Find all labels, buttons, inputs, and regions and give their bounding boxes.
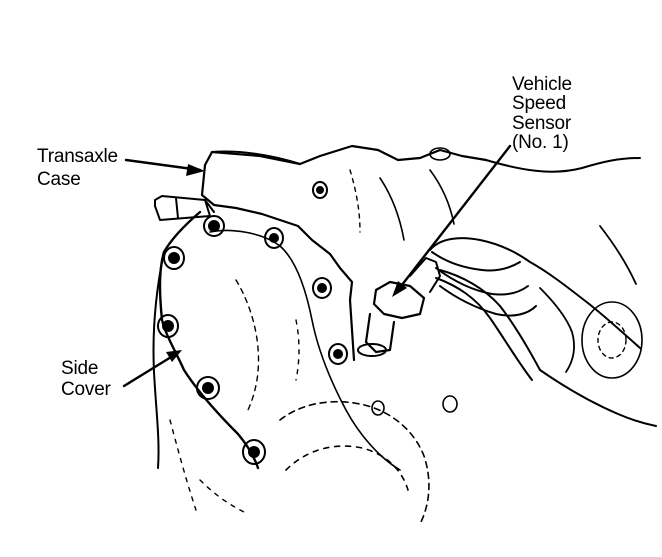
hand-finger-2 (435, 267, 529, 296)
vss-label-line1: Vehicle (512, 74, 572, 95)
sensor-wire-2 (439, 269, 541, 371)
transaxle-case-upper-edge (211, 150, 301, 165)
side-cover-edge (152, 251, 165, 469)
bolt-group (157, 181, 348, 465)
vss-label-line3: Sensor (512, 113, 572, 134)
small-port-3 (442, 395, 458, 413)
side-cover-outline (158, 210, 260, 470)
transaxle-case-flange (154, 195, 211, 221)
arrowhead-side-cover (166, 350, 182, 362)
transaxle-case-label-line2: Case (37, 169, 81, 190)
left-housing-detail (169, 419, 245, 513)
bolt-6 (264, 227, 284, 249)
ridge-detail (379, 169, 455, 241)
bolt-4 (196, 376, 220, 400)
arm-edge (599, 225, 637, 285)
sensor-connector (409, 257, 441, 293)
bolt-7 (312, 277, 332, 299)
arrowhead-vss (392, 281, 407, 297)
arm-lower (539, 369, 657, 427)
engine-boss-right-inner (597, 321, 627, 359)
hand-finger-3 (439, 285, 537, 317)
leader-vss (396, 144, 512, 292)
bolt-9 (312, 181, 328, 199)
side-cover-label-line1: Side (61, 358, 99, 379)
hand-outline (429, 237, 641, 349)
lower-housing (279, 400, 430, 525)
leader-side-cover (122, 352, 178, 388)
bolt-8 (328, 343, 348, 365)
vss-label-line2: Speed (512, 93, 566, 114)
transaxle-case-label-line1: Transaxle (37, 146, 118, 167)
bolt-3 (157, 314, 179, 338)
engine-boss-right (581, 301, 643, 379)
bolt-1 (203, 215, 225, 237)
ridge-detail-2 (349, 169, 361, 233)
sensor-wire (435, 277, 533, 381)
vss-label-line4: (No. 1) (512, 132, 569, 153)
arrowhead-transaxle-case (186, 164, 205, 176)
transaxle-case-outline (200, 144, 488, 362)
sensor-shaft (364, 312, 396, 354)
sensor-base (357, 343, 387, 357)
lower-housing-2 (285, 445, 409, 491)
center-detail-2 (295, 319, 300, 381)
bolt-2 (163, 246, 185, 270)
sensor-housing (372, 280, 426, 320)
engine-detail-right (539, 287, 575, 373)
hand-finger-1 (431, 251, 521, 272)
small-port (429, 147, 451, 161)
transaxle-case-bracket (175, 197, 215, 219)
center-detail (235, 279, 260, 411)
small-port-2 (371, 400, 385, 416)
side-cover-label-line2: Cover (61, 379, 111, 400)
bolt-5 (242, 439, 266, 465)
arm-upper (485, 157, 641, 173)
